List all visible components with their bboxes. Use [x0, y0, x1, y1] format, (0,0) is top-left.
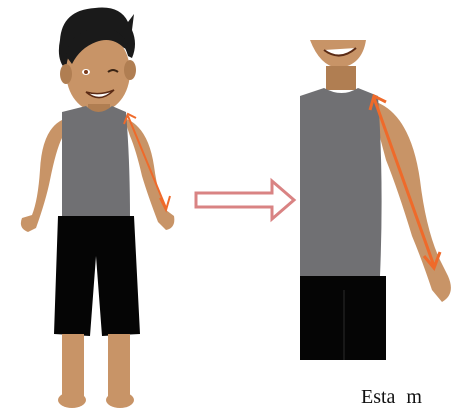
shorts-zoom	[300, 276, 386, 360]
transition-arrow-icon	[190, 175, 300, 225]
zoomed-arm-figure	[300, 40, 458, 360]
shorts	[54, 216, 140, 336]
shirt-zoom	[300, 88, 382, 276]
full-body-figure	[0, 0, 190, 414]
right-arm	[124, 118, 174, 230]
left-foot	[58, 392, 86, 408]
ear-left	[60, 64, 72, 84]
caption-text: Esta m	[361, 386, 422, 409]
ear-right	[124, 60, 136, 80]
neck-zoom	[326, 66, 356, 90]
right-foot	[106, 392, 134, 408]
right-leg	[108, 334, 130, 396]
shirt	[62, 106, 130, 218]
left-leg	[62, 334, 84, 396]
left-arm	[21, 120, 62, 232]
